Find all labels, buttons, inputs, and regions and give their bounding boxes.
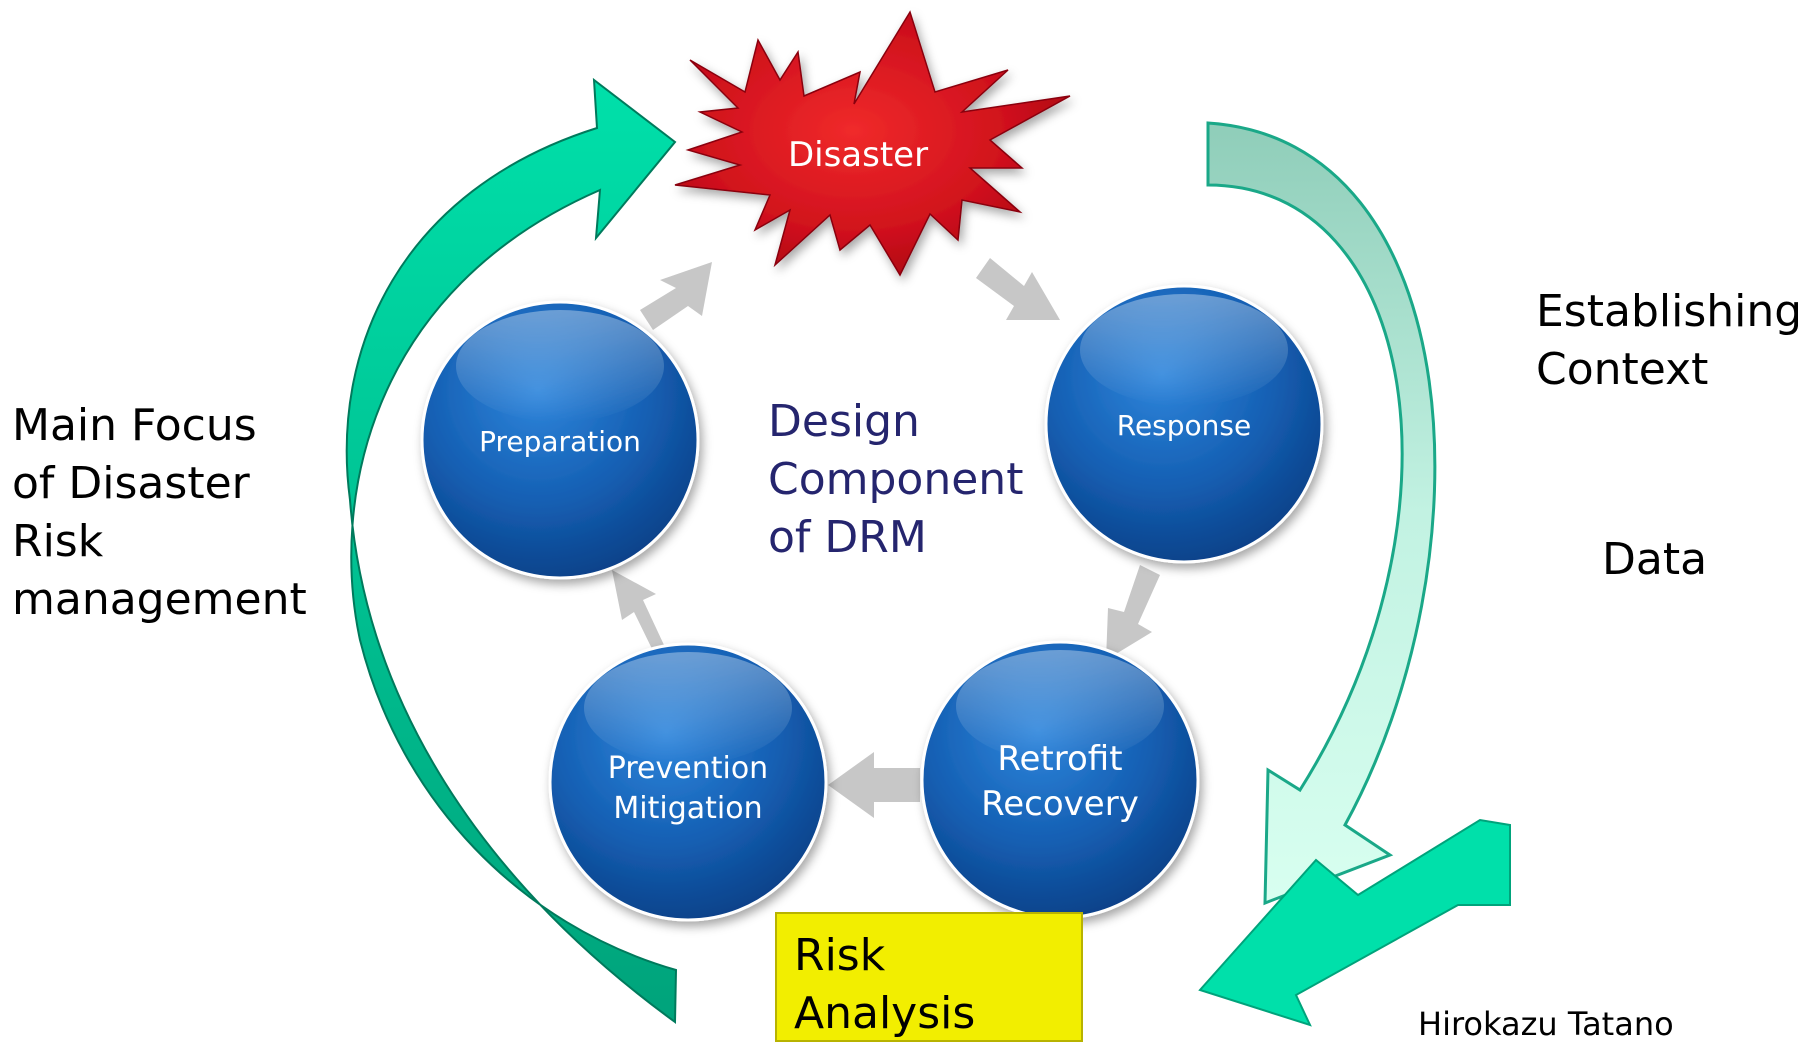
center-title-line-1: Design [768,396,920,447]
grey-flow-arrows [612,258,1160,818]
left-text-line-1: Main Focus [12,400,257,451]
left-cycle-arrow [345,77,678,1024]
arrow-prevention-to-preparation [612,570,664,655]
risk-analysis-line-2: Analysis [794,988,975,1039]
left-text-line-4: management [12,574,307,625]
arrow-disaster-to-response [976,258,1060,320]
phase-recovery-label: Recovery [981,784,1139,824]
right-data-label: Data [1602,534,1707,585]
left-text-line-2: of Disaster [12,458,251,509]
left-text-line-3: Risk [12,516,104,567]
arrow-preparation-to-disaster [640,262,712,330]
risk-analysis-line-1: Risk [794,930,886,981]
phase-retrofit-recovery [920,640,1200,920]
author-credit: Hirokazu Tatano [1418,1005,1674,1043]
center-title-line-2: Component [768,454,1023,505]
phase-mitigation-label: Mitigation [613,791,762,826]
phase-prevention-label: Prevention [608,751,768,786]
data-input-arrow [1198,818,1511,1027]
phase-response-label: Response [1117,409,1251,442]
risk-analysis-box [775,912,1083,1042]
right-text-line-2: Context [1536,344,1708,395]
arrow-response-to-retrofit [1106,565,1160,660]
arrow-retrofit-to-prevention [828,752,920,818]
phase-preparation [420,300,700,580]
phase-preparation-label: Preparation [479,425,641,458]
disaster-label: Disaster [788,135,928,175]
disaster-star [674,10,1071,277]
phase-response [1044,284,1324,564]
right-text-line-1: Establishing [1536,286,1798,337]
phase-prevention-mitigation [548,642,828,922]
phase-retrofit-label: Retrofit [997,739,1122,779]
center-title-line-3: of DRM [768,512,927,563]
